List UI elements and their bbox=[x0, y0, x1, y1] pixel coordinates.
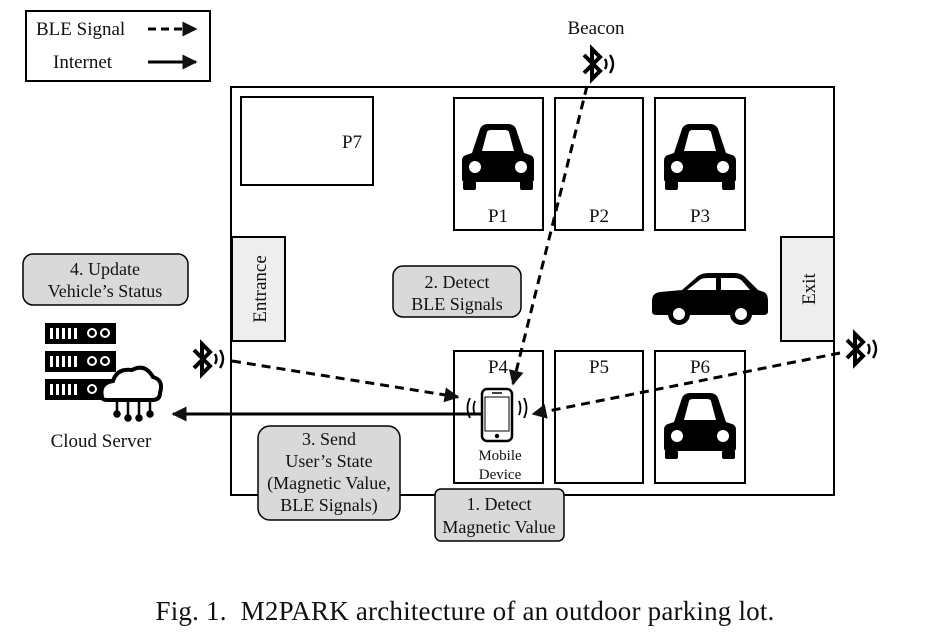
spot-label-p1: P1 bbox=[488, 206, 508, 227]
step-3-line-2: User’s State bbox=[285, 451, 372, 471]
caption-text: M2PARK architecture of an outdoor parkin… bbox=[240, 596, 775, 626]
ble-arrow-top bbox=[508, 85, 589, 386]
entrance-box bbox=[231, 236, 286, 342]
step-1-line-2: Magnetic Value bbox=[442, 517, 555, 537]
spot-label-p3: P3 bbox=[690, 206, 710, 227]
bluetooth-icon-top bbox=[582, 47, 615, 81]
step-2-line-2: BLE Signals bbox=[411, 294, 503, 314]
step-send-state: 3. Send User’s State (Magnetic Value, BL… bbox=[257, 425, 401, 521]
beacon-label: Beacon bbox=[568, 18, 625, 39]
caption-number: Fig. 1. bbox=[155, 596, 227, 626]
step-detect-ble: 2. Detect BLE Signals bbox=[392, 265, 522, 318]
step-2-line-1: 2. Detect bbox=[425, 272, 490, 292]
mobile-device-label-1: Mobile bbox=[478, 448, 522, 464]
step-detect-magnetic: 1. Detect Magnetic Value bbox=[434, 488, 565, 542]
legend-internet-label: Internet bbox=[53, 52, 113, 73]
exit-label: Exit bbox=[799, 272, 820, 304]
spot-label-p5: P5 bbox=[589, 357, 609, 378]
cloud-server-label: Cloud Server bbox=[51, 431, 152, 452]
mobile-device-label-2: Device bbox=[479, 467, 522, 483]
ble-arrow-left bbox=[231, 359, 460, 403]
step-1-line-1: 1. Detect bbox=[467, 494, 532, 514]
spot-label-p6: P6 bbox=[690, 357, 710, 378]
legend: BLE Signal Internet bbox=[25, 10, 211, 82]
ble-arrow-right bbox=[531, 351, 841, 419]
bluetooth-icon-right bbox=[845, 332, 878, 366]
step-3-line-3: (Magnetic Value, bbox=[267, 473, 391, 494]
spot-label-p4: P4 bbox=[488, 357, 509, 378]
bluetooth-icon-left bbox=[192, 342, 225, 376]
step-4-line-2: Vehicle’s Status bbox=[48, 281, 163, 301]
spot-p2 bbox=[554, 97, 644, 231]
ble-signals bbox=[231, 85, 841, 419]
smartphone-icon bbox=[480, 387, 514, 443]
spot-p7 bbox=[240, 96, 374, 186]
exit-box bbox=[780, 236, 835, 342]
architecture-diagram: BLE Signal Internet P7 P1 P2 P3 P4 P5 P6 bbox=[22, 10, 878, 542]
step-update-status: 4. Update Vehicle’s Status bbox=[22, 253, 189, 306]
spot-label-p7: P7 bbox=[342, 132, 362, 153]
phone-wave-icon bbox=[466, 397, 528, 419]
car-side-icon bbox=[652, 273, 768, 325]
figure-caption: Fig. 1. M2PARK architecture of an outdoor… bbox=[0, 596, 930, 627]
step-3-line-4: BLE Signals) bbox=[280, 495, 378, 516]
cloud-icon bbox=[99, 365, 164, 422]
spot-label-p2: P2 bbox=[589, 206, 609, 227]
step-3-line-1: 3. Send bbox=[302, 429, 356, 449]
spot-p5 bbox=[554, 350, 644, 484]
entrance-label: Entrance bbox=[250, 255, 271, 323]
legend-ble-label: BLE Signal bbox=[36, 19, 125, 40]
step-4-line-1: 4. Update bbox=[70, 259, 140, 279]
server-rack-icon bbox=[45, 323, 116, 400]
